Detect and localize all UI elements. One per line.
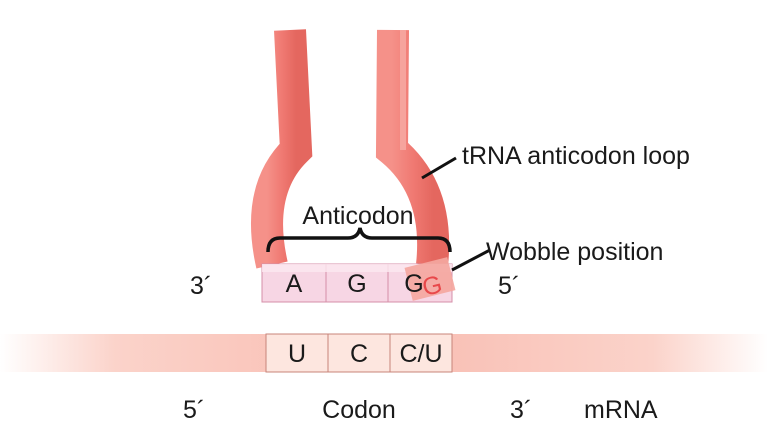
mrna-5prime-label: 5´ xyxy=(183,396,205,424)
anticodon-bracket xyxy=(266,227,452,253)
mrna-3prime-label: 3´ xyxy=(510,396,532,424)
wobble-label: Wobble position xyxy=(486,238,663,266)
codon-boxes xyxy=(265,333,453,373)
anticodon-base-3: G xyxy=(404,270,423,298)
trna-leader-line xyxy=(421,156,457,180)
mrna-label: mRNA xyxy=(584,396,658,424)
codon-base-3: C/U xyxy=(399,340,442,368)
anticodon-box-highlight xyxy=(262,264,452,272)
codon-label: Codon xyxy=(322,396,396,424)
anticodon-base-2: G xyxy=(347,270,366,298)
codon-base-1: U xyxy=(288,340,306,368)
trna-right-arm xyxy=(375,29,450,267)
trna-loop-label: tRNA anticodon loop xyxy=(462,142,690,170)
codon-box-3 xyxy=(389,333,453,373)
trna-3prime-label: 3´ xyxy=(190,272,212,300)
codon-box-2 xyxy=(327,333,391,373)
wobble-leader-line xyxy=(451,248,491,272)
trna-5prime-label: 5´ xyxy=(498,272,520,300)
anticodon-label: Anticodon xyxy=(302,202,413,230)
codon-base-2: C xyxy=(350,340,368,368)
anticodon-base-1: A xyxy=(286,270,303,298)
wobble-patch xyxy=(404,257,456,301)
trna-left-arm xyxy=(251,29,313,269)
